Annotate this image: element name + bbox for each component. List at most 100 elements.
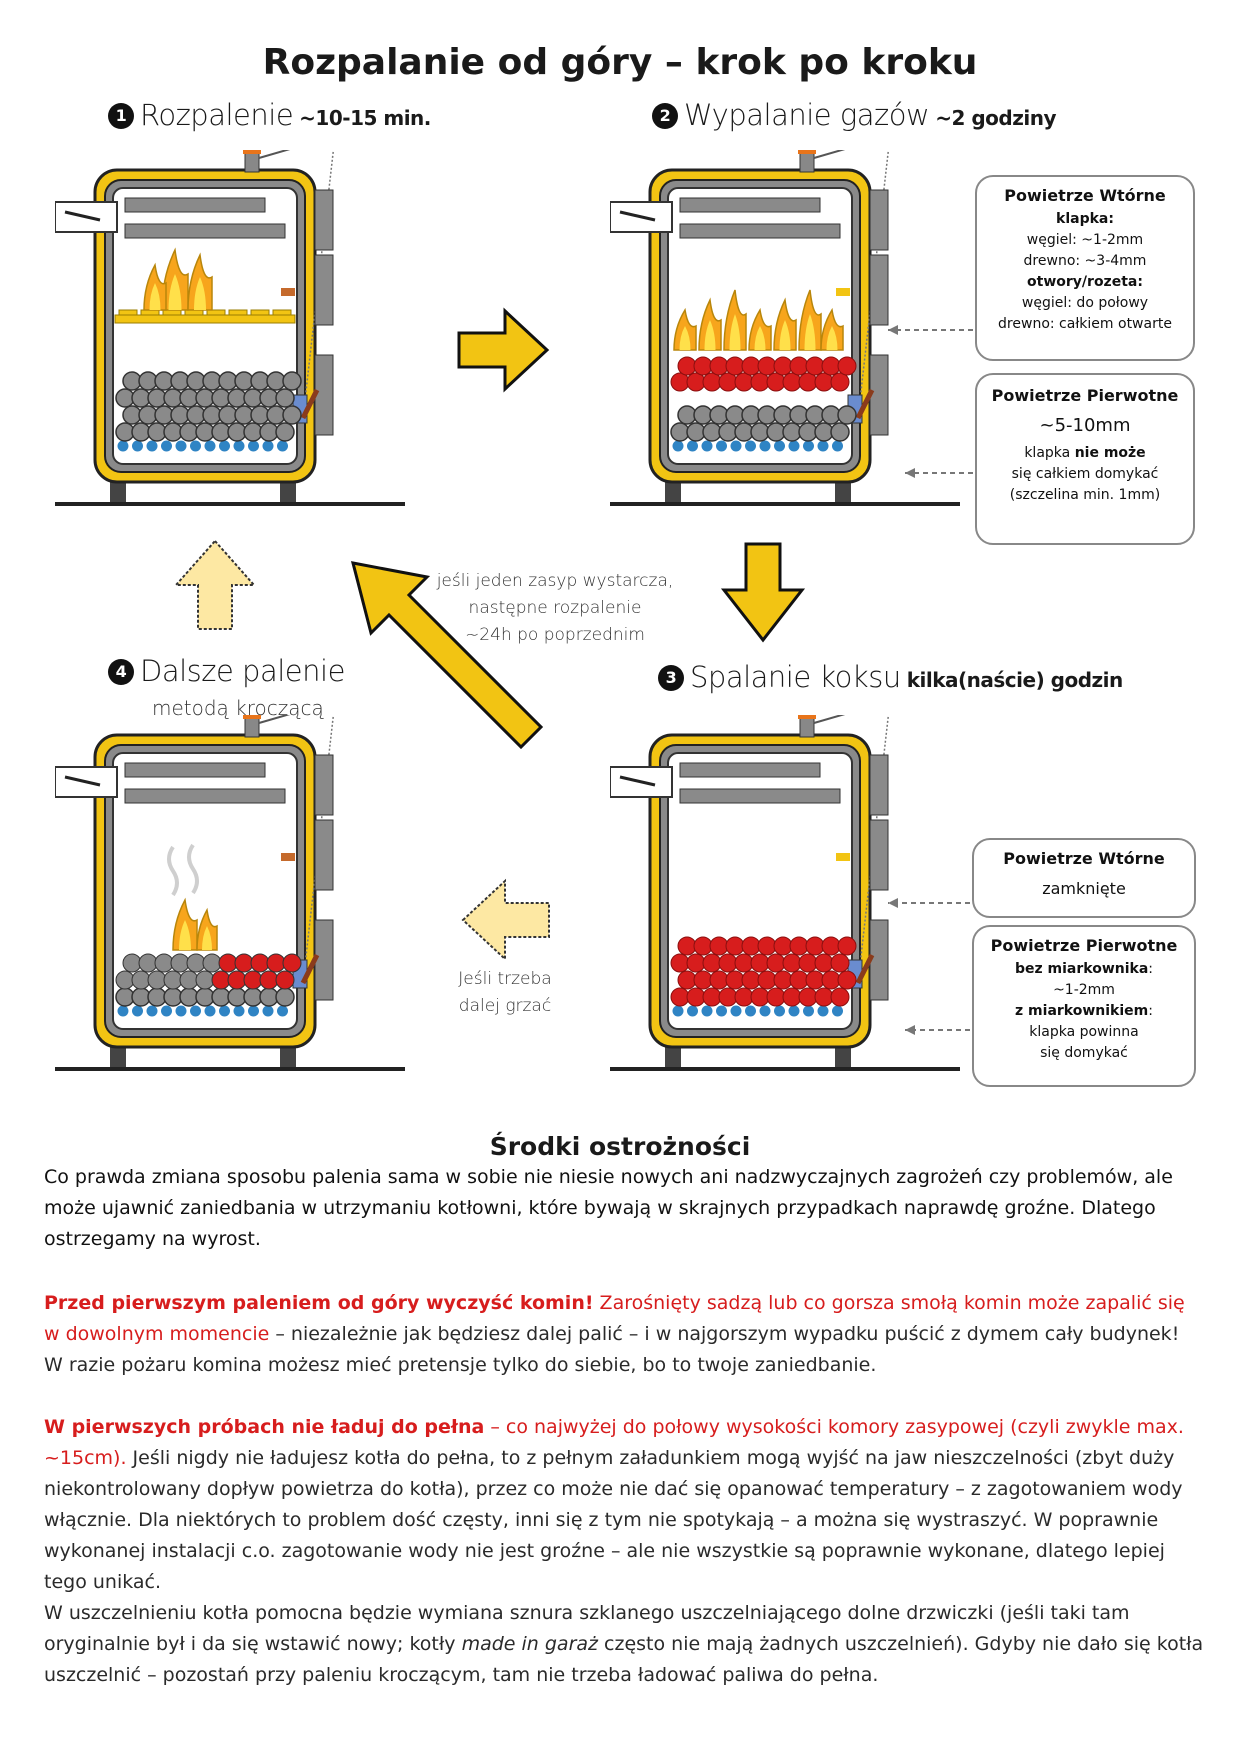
glowing-coke: [702, 953, 722, 973]
flame-core-icon: [729, 314, 741, 350]
coal-piece: [275, 422, 295, 442]
upper-door: [314, 754, 334, 816]
smoke-icon: [167, 845, 179, 897]
door-handle: [300, 388, 320, 420]
grate-bar: [716, 440, 727, 452]
regulator: [244, 150, 260, 173]
middle-door: [869, 819, 889, 891]
glowing-coke: [677, 936, 697, 956]
glowing-coke: [670, 953, 690, 973]
primary-air-box-step-3: Powietrze Pierwotne bez miarkownika: ~1-…: [972, 925, 1196, 1087]
burning-coal: [766, 372, 786, 392]
upper-door: [314, 189, 334, 251]
door-handle: [855, 388, 875, 420]
grate-bar: [730, 440, 742, 452]
burning-coal: [837, 356, 857, 376]
mixed-fuel: [243, 970, 263, 990]
grate-bar: [716, 1005, 727, 1017]
regulator-cap: [798, 150, 816, 154]
glowing-coke: [702, 987, 722, 1007]
mixed-fuel: [147, 970, 167, 990]
grate-bar: [219, 440, 230, 452]
grate-bar: [788, 1005, 800, 1017]
flame-core-icon: [194, 277, 206, 310]
glowing-coke: [718, 953, 738, 973]
flame-core-icon: [826, 326, 838, 350]
step-title: Dalsze palenie: [140, 654, 345, 688]
burning-coal: [741, 356, 761, 376]
secondary-air-flap: [836, 288, 850, 296]
paragraph-italic: made in garaż: [461, 1633, 598, 1655]
grate-bar: [233, 440, 245, 452]
upper-door: [869, 189, 889, 251]
grate-bar: [832, 1005, 843, 1017]
glowing-coke: [734, 987, 754, 1007]
flue-damper: [64, 210, 101, 222]
regulator: [799, 715, 815, 738]
burning-coal: [686, 372, 706, 392]
coal-piece: [275, 987, 295, 1007]
mixed-fuel: [211, 970, 231, 990]
grate-bar: [803, 440, 814, 452]
glowing-coke: [725, 936, 745, 956]
grate-bar: [687, 1005, 698, 1017]
paragraph-text: – niezależnie jak będziesz dalej palić –…: [44, 1323, 1180, 1376]
mixed-fuel: [154, 953, 174, 973]
burning-coal: [789, 356, 809, 376]
grate-bar: [132, 440, 143, 452]
glowing-coke: [725, 970, 745, 990]
mixed-fuel: [195, 970, 215, 990]
glowing-coke: [686, 987, 706, 1007]
caution-heading: Środki ostrożności: [489, 1132, 751, 1161]
grate-bar: [701, 1005, 713, 1017]
burning-coal: [750, 372, 770, 392]
box-line: klapka:: [1056, 211, 1114, 227]
glowing-coke: [805, 970, 825, 990]
secondary-air-flap: [281, 288, 295, 296]
grate-bar: [161, 1005, 172, 1017]
baffle: [679, 762, 821, 778]
door-handle: [300, 953, 320, 985]
grate-bar: [146, 440, 158, 452]
glowing-coke: [782, 953, 802, 973]
grate-bar: [233, 1005, 245, 1017]
grate-bar: [219, 1005, 230, 1017]
mixed-fuel: [186, 953, 206, 973]
burning-coal: [693, 356, 713, 376]
glowing-coke: [734, 953, 754, 973]
flame-core-icon: [804, 314, 816, 350]
glowing-coke: [709, 936, 729, 956]
note-line: jeśli jeden zasyp wystarcza,: [436, 571, 674, 591]
baffle: [679, 788, 841, 804]
glowing-coke: [718, 987, 738, 1007]
box-line: ~1-2mm: [1053, 982, 1115, 998]
box-title: Powietrze Wtórne: [1003, 849, 1165, 868]
step-number: 4: [108, 659, 134, 685]
mixed-fuel: [259, 970, 279, 990]
box-line: :: [1148, 1003, 1153, 1019]
floor-line: [610, 1067, 960, 1071]
glowing-coke: [750, 987, 770, 1007]
step-duration: kilka(naście) godzin: [906, 668, 1124, 692]
grate-bar: [277, 1005, 288, 1017]
regulator-arm: [813, 150, 846, 159]
step-number: 2: [652, 103, 678, 129]
box-line: się całkiem domykać: [1011, 466, 1159, 482]
baffle: [124, 197, 266, 213]
primary-air-box-step-2: Powietrze Pierwotne ~5-10mm klapka nie m…: [975, 373, 1195, 545]
grate-bar: [745, 440, 756, 452]
mixed-fuel: [250, 953, 270, 973]
glowing-coke: [750, 953, 770, 973]
burning-coal: [798, 372, 818, 392]
burning-coal: [670, 372, 690, 392]
flame-core-icon: [149, 283, 161, 310]
grate-bar: [672, 440, 684, 452]
box-line: się domykać: [1040, 1045, 1128, 1061]
grate-bar: [248, 1005, 259, 1017]
box-line: drewno: ~3-4mm: [1023, 253, 1147, 269]
grate-bar: [248, 440, 259, 452]
baffle: [679, 223, 841, 239]
glowing-coke: [766, 987, 786, 1007]
grate-bar: [117, 1005, 129, 1017]
